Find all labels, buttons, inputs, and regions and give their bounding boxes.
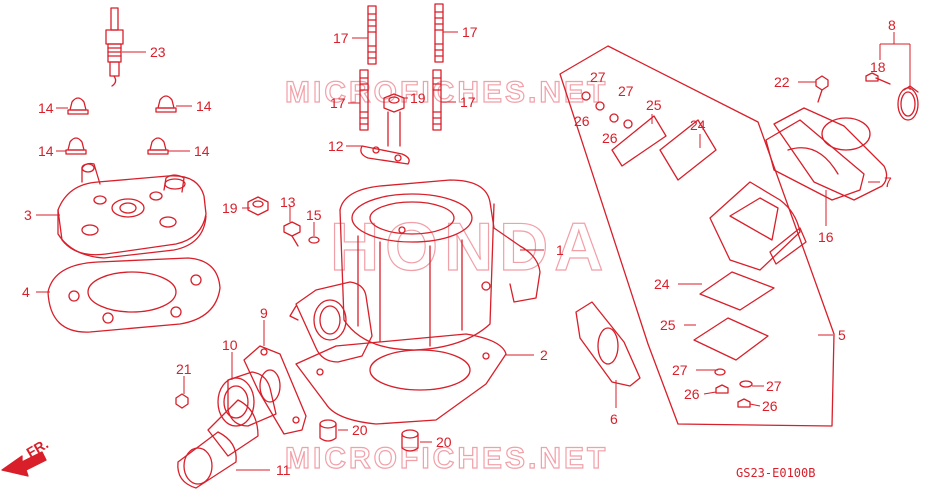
- cylinder-head-part: [57, 162, 207, 259]
- leader-lines: [36, 31, 911, 471]
- label-27d: 27: [766, 378, 782, 394]
- label-14b: 14: [196, 98, 212, 114]
- label-13: 13: [280, 194, 296, 210]
- label-27b: 27: [618, 83, 634, 99]
- label-25a: 25: [646, 97, 662, 113]
- label-26c: 26: [684, 386, 700, 402]
- label-17d: 17: [460, 94, 476, 110]
- label-12: 12: [328, 138, 344, 154]
- label-26b: 26: [602, 130, 618, 146]
- label-24b: 24: [654, 276, 670, 292]
- callout-labels: 23 14 14 14 14 3 4 17 17 17 17 19 12 19 …: [22, 17, 896, 480]
- label-3: 3: [24, 207, 32, 223]
- label-21: 21: [176, 361, 192, 377]
- label-14a: 14: [38, 100, 54, 116]
- label-19a: 19: [410, 90, 426, 106]
- dowel-parts: [319, 419, 419, 452]
- manifold-part: [765, 107, 888, 201]
- label-1: 1: [556, 242, 564, 258]
- label-15: 15: [306, 207, 322, 223]
- label-5: 5: [838, 327, 846, 343]
- clamp-parts: [815, 72, 919, 121]
- reed-block-part: [709, 181, 807, 271]
- intake-insulator-part: [207, 371, 277, 457]
- insulator-gasket-part: [243, 345, 307, 435]
- flange-nut-part: [383, 93, 405, 147]
- label-27c: 27: [672, 362, 688, 378]
- label-17b: 17: [462, 24, 478, 40]
- label-17a: 17: [333, 30, 349, 46]
- label-22: 22: [774, 74, 790, 90]
- label-23: 23: [150, 44, 166, 60]
- spark-plug-part: [105, 7, 124, 87]
- label-4: 4: [22, 284, 30, 300]
- band-part: [177, 431, 237, 489]
- label-17c: 17: [330, 95, 346, 111]
- label-26d: 26: [762, 398, 778, 414]
- bracket-part: [360, 145, 410, 165]
- label-8: 8: [888, 17, 896, 33]
- front-arrow-icon: [1, 451, 47, 477]
- front-label: FR.: [24, 435, 52, 460]
- manifold-gasket-part: [575, 301, 641, 387]
- label-2: 2: [540, 347, 548, 363]
- watermark-bottom: MICROFICHES.NET: [285, 442, 608, 475]
- reed-petal-parts: [611, 115, 775, 361]
- label-20b: 20: [436, 434, 452, 450]
- label-25b: 25: [660, 317, 676, 333]
- label-14c: 14: [38, 143, 54, 159]
- stud-parts: [359, 3, 444, 131]
- watermark-center: HONDA: [330, 209, 609, 285]
- head-gasket-part: [47, 257, 221, 333]
- label-6: 6: [610, 411, 618, 427]
- small-bolt-parts: [247, 196, 320, 247]
- label-24a: 24: [690, 117, 706, 133]
- label-16: 16: [818, 229, 834, 245]
- label-20a: 20: [352, 422, 368, 438]
- label-10: 10: [222, 337, 238, 353]
- label-14d: 14: [194, 143, 210, 159]
- label-27a: 27: [590, 69, 606, 85]
- bolt-21-part: [175, 393, 189, 409]
- label-7: 7: [884, 174, 892, 190]
- base-gasket-part: [295, 333, 507, 425]
- diagram-code: GS23-E0100B: [736, 466, 815, 480]
- label-9: 9: [260, 305, 268, 321]
- label-26a: 26: [574, 113, 590, 129]
- label-11: 11: [276, 462, 291, 478]
- label-19b: 19: [222, 200, 238, 216]
- cap-nut-parts: [65, 95, 177, 155]
- label-18: 18: [870, 59, 886, 75]
- watermark-top: MICROFICHES.NET: [285, 76, 608, 109]
- reed-valve-group-box: [559, 45, 835, 427]
